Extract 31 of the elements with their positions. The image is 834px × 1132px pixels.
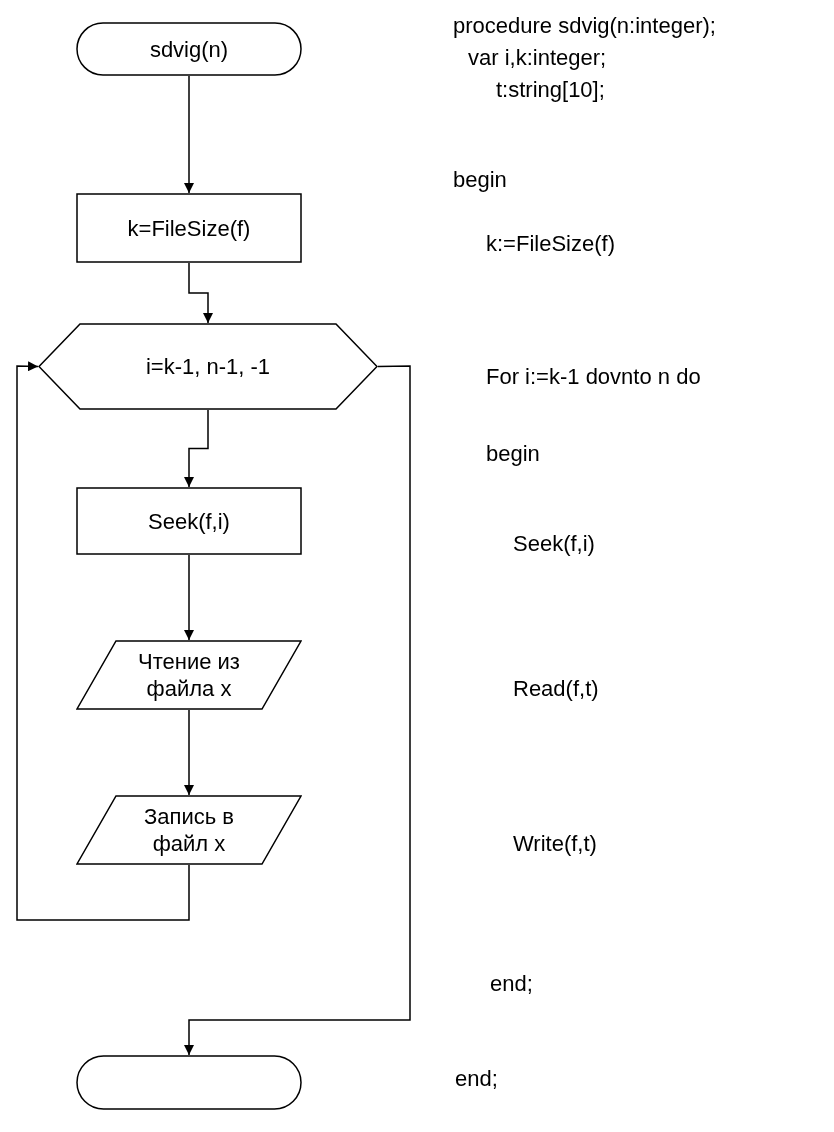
node-text: Seek(f,i) bbox=[147, 507, 231, 535]
terminator-shape bbox=[76, 22, 302, 76]
arrow bbox=[184, 75, 194, 194]
io-parallelogram bbox=[76, 795, 302, 865]
code-line: Write(f,t) bbox=[513, 830, 597, 857]
arrow bbox=[184, 409, 209, 488]
node-text: k=FileSize(f) bbox=[126, 214, 252, 242]
code-line: procedure sdvig(n:integer); bbox=[453, 12, 716, 39]
process-box bbox=[76, 193, 302, 263]
code-line: begin bbox=[453, 166, 507, 193]
code-line: begin bbox=[486, 440, 540, 467]
node-text: sdvig(n) bbox=[148, 35, 230, 63]
arrow bbox=[184, 365, 411, 1056]
code-line: For i:=k-1 dovnto n do bbox=[486, 363, 701, 390]
code-line: end; bbox=[455, 1065, 498, 1092]
code-line: t:string[10]; bbox=[496, 76, 605, 103]
io-parallelogram bbox=[76, 640, 302, 710]
code-line: end; bbox=[490, 970, 533, 997]
loop-hexagon bbox=[38, 323, 378, 410]
node-text: Чтение из файла x bbox=[137, 648, 241, 702]
node-text: Запись в файл x bbox=[143, 803, 235, 857]
arrow bbox=[188, 262, 213, 324]
code-line: Seek(f,i) bbox=[513, 530, 595, 557]
arrow bbox=[184, 554, 194, 641]
code-line: Read(f,t) bbox=[513, 675, 599, 702]
code-line: var i,k:integer; bbox=[468, 44, 607, 71]
process-box bbox=[76, 487, 302, 555]
arrow bbox=[16, 361, 190, 921]
arrow bbox=[184, 709, 194, 796]
node-text: i=k-1, n-1, -1 bbox=[144, 353, 272, 380]
code-line: k:=FileSize(f) bbox=[486, 230, 615, 257]
